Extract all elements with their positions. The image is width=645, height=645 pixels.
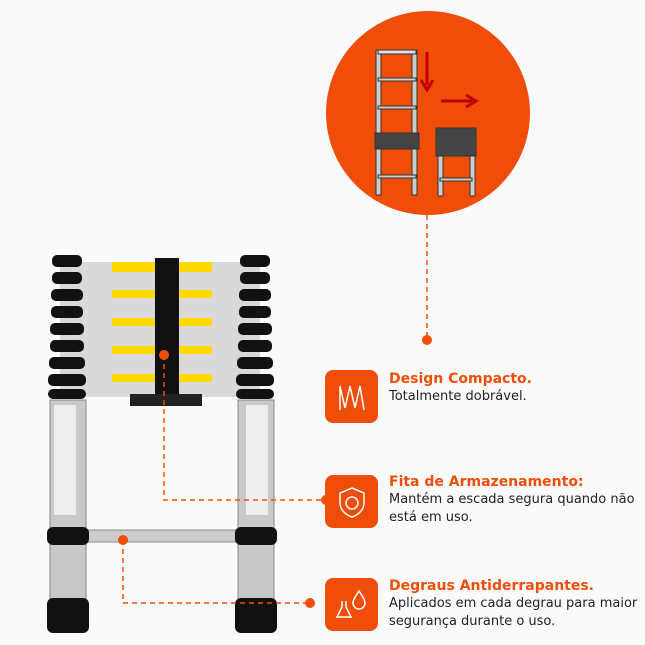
feature-title: Design Compacto. xyxy=(389,371,532,387)
shield-icon xyxy=(325,475,378,528)
compact-demo-circle xyxy=(326,11,530,215)
arrow-right-icon xyxy=(441,93,479,109)
feature-description: Totalmente dobrável. xyxy=(389,389,527,404)
arrow-down-icon xyxy=(419,52,435,93)
folding-zigzag-icon xyxy=(325,370,378,423)
anti-slip-drop-icon xyxy=(325,578,378,631)
feature-description: Aplicados em cada degrau para maior segu… xyxy=(389,596,638,629)
compact-ladder-mini xyxy=(435,127,477,197)
feature-title: Degraus Antiderrapantes. xyxy=(389,578,595,594)
feature-description: Mantém a escada segura quando não está e… xyxy=(389,492,635,525)
telescopic-ladder xyxy=(47,255,277,633)
extended-ladder-mini xyxy=(374,49,420,196)
storage-strap xyxy=(155,258,179,395)
feature-title: Fita de Armazenamento: xyxy=(389,474,584,490)
